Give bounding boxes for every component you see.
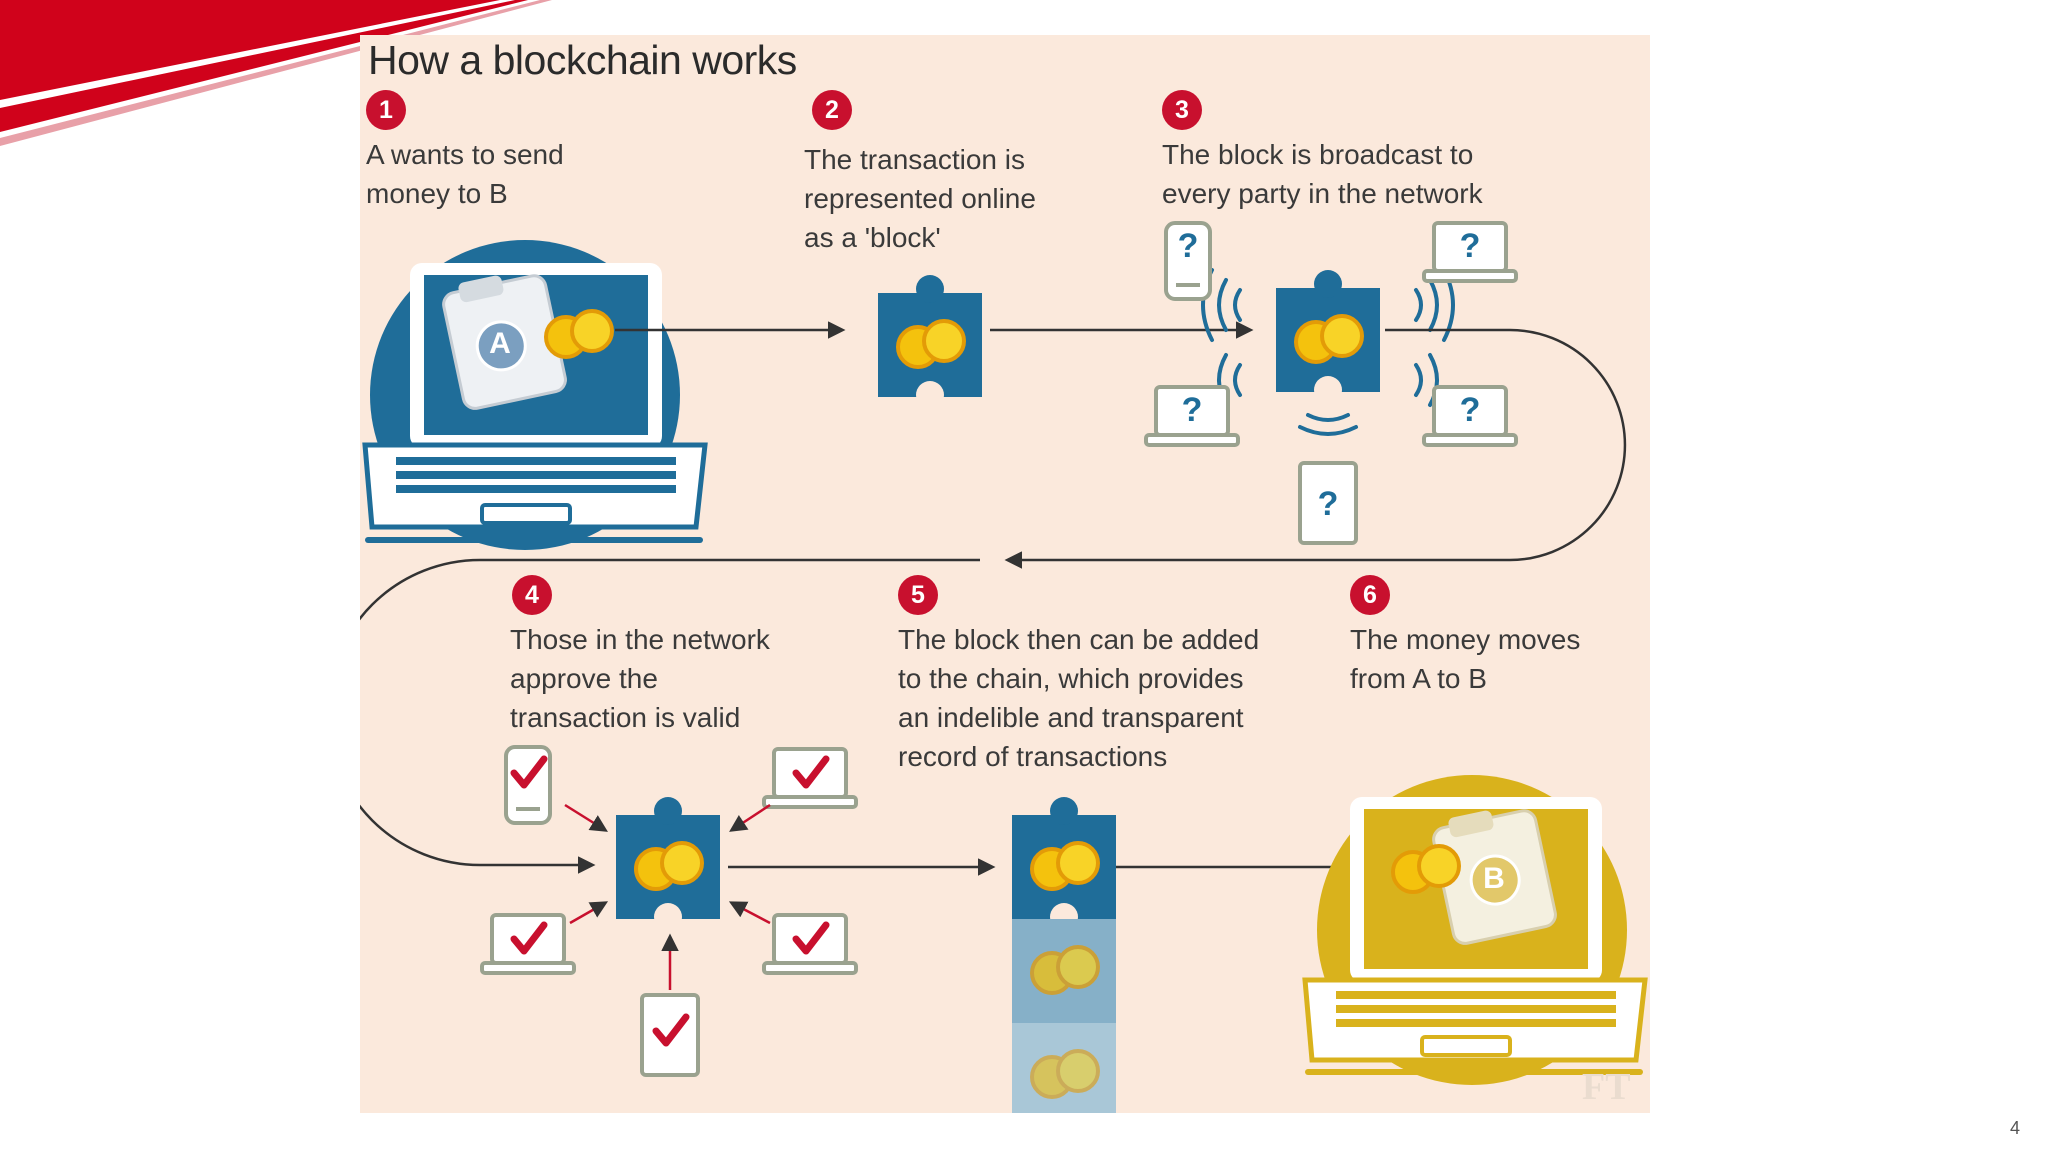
step-badge: 4 xyxy=(512,575,552,615)
flow-connector xyxy=(1004,328,1627,569)
question-mark: ? xyxy=(1178,227,1199,265)
coin-icon xyxy=(544,309,614,359)
infographic-artwork: A ? ? ? ? xyxy=(360,221,1648,1113)
slide-page-number: 4 xyxy=(2010,1118,2021,1138)
infographic-title: How a blockchain works xyxy=(368,37,797,83)
sender-label: A xyxy=(489,327,511,360)
question-mark: ? xyxy=(1318,485,1339,523)
wallet-icon xyxy=(1432,809,1557,945)
wallet-icon xyxy=(442,274,567,410)
step-description: The transaction is represented online as… xyxy=(804,144,1036,253)
flow-connector xyxy=(360,558,980,874)
step-description: A wants to send money to B xyxy=(366,139,564,209)
step-description: The block then can be added to the chain… xyxy=(898,624,1260,772)
ft-logo: FT xyxy=(1582,1066,1631,1108)
coin-icon xyxy=(1391,844,1461,894)
question-mark: ? xyxy=(1460,391,1481,429)
chain-icon xyxy=(1012,797,1116,1113)
question-mark: ? xyxy=(1182,391,1203,429)
approved-block-icon xyxy=(616,797,720,931)
step-badge: 5 xyxy=(898,575,938,615)
step-description: The money moves from A to B xyxy=(1350,624,1581,694)
step-description: Those in the network approve the transac… xyxy=(510,624,770,733)
step-badge: 1 xyxy=(366,90,406,130)
corner-stripes-decoration xyxy=(0,0,552,146)
step-badge: 3 xyxy=(1162,90,1202,130)
step-badge: 6 xyxy=(1350,575,1390,615)
question-mark: ? xyxy=(1460,227,1481,265)
step-badge: 2 xyxy=(812,90,852,130)
broadcast-block-icon xyxy=(1276,270,1380,404)
approval-arrows xyxy=(564,803,771,990)
step-description: The block is broadcast to every party in… xyxy=(1162,139,1483,209)
puzzle-block-icon xyxy=(878,275,982,409)
receiver-label: B xyxy=(1483,862,1505,895)
blockchain-infographic: A ? ? ? ? xyxy=(360,35,1650,1113)
